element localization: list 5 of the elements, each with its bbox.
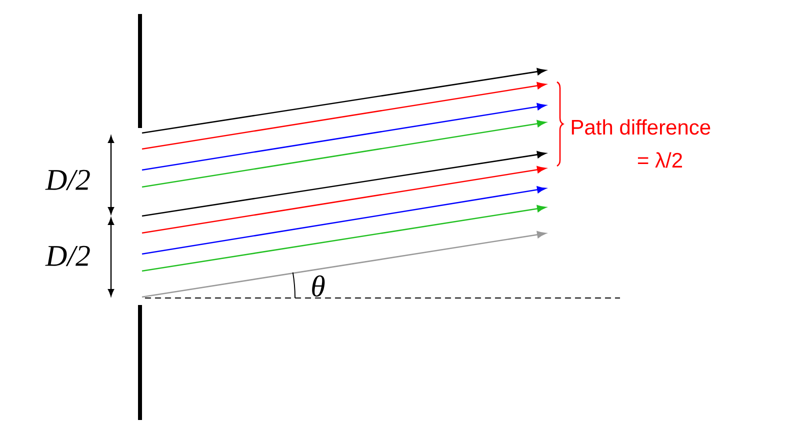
math-label: θ [312,275,325,297]
annotation-text: Path difference [572,119,710,135]
math-label: D/2 [45,170,90,190]
math-label: D/2 [45,246,90,266]
annotation-text: = λ/2 [638,152,682,168]
